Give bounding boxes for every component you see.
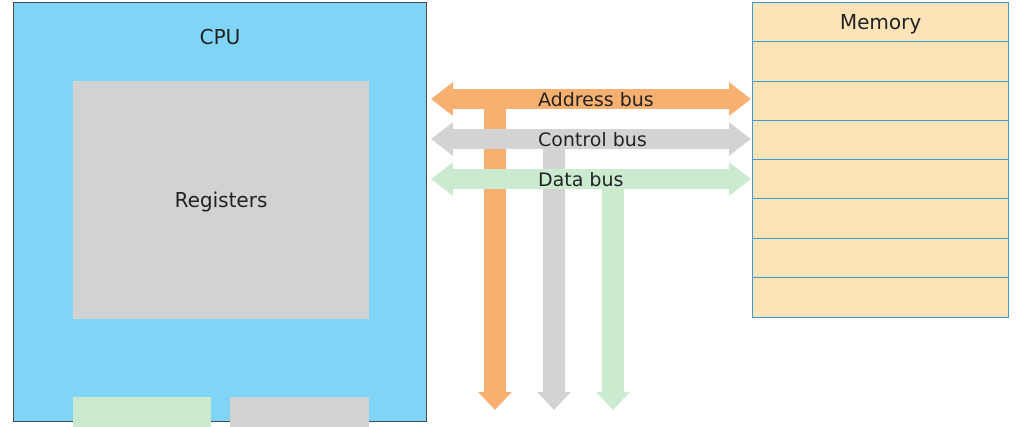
address-bus-arrow bbox=[431, 82, 751, 116]
memory-cell bbox=[753, 120, 1008, 160]
data-bus-vertical-arrow bbox=[596, 188, 630, 410]
memory-title-cell: Memory bbox=[753, 3, 1008, 43]
registers-label: Registers bbox=[174, 188, 268, 212]
data-bus-arrow bbox=[431, 162, 751, 196]
control-bus-vertical-arrow bbox=[537, 148, 571, 410]
memory-cell bbox=[753, 81, 1008, 121]
cpu-title: CPU bbox=[199, 25, 241, 49]
memory-cell bbox=[753, 199, 1008, 239]
registers-block: Registers bbox=[73, 81, 369, 319]
address-bus-label: Address bus bbox=[538, 89, 654, 111]
memory-cell bbox=[753, 42, 1008, 82]
memory-cell bbox=[753, 277, 1008, 317]
control-bus-arrow bbox=[431, 122, 751, 156]
memory-block: Memory bbox=[752, 2, 1009, 318]
memory-cell bbox=[753, 238, 1008, 278]
memory-title: Memory bbox=[839, 10, 922, 35]
address-bus-vertical-arrow bbox=[478, 108, 512, 410]
control-bus-label: Control bus bbox=[538, 129, 647, 151]
cpu-block: CPU Registers bbox=[13, 2, 427, 427]
memory-cell bbox=[753, 160, 1008, 200]
data-bus-label: Data bus bbox=[538, 169, 623, 191]
bus-diagram: Address bus Control bus Data bus bbox=[431, 82, 751, 410]
